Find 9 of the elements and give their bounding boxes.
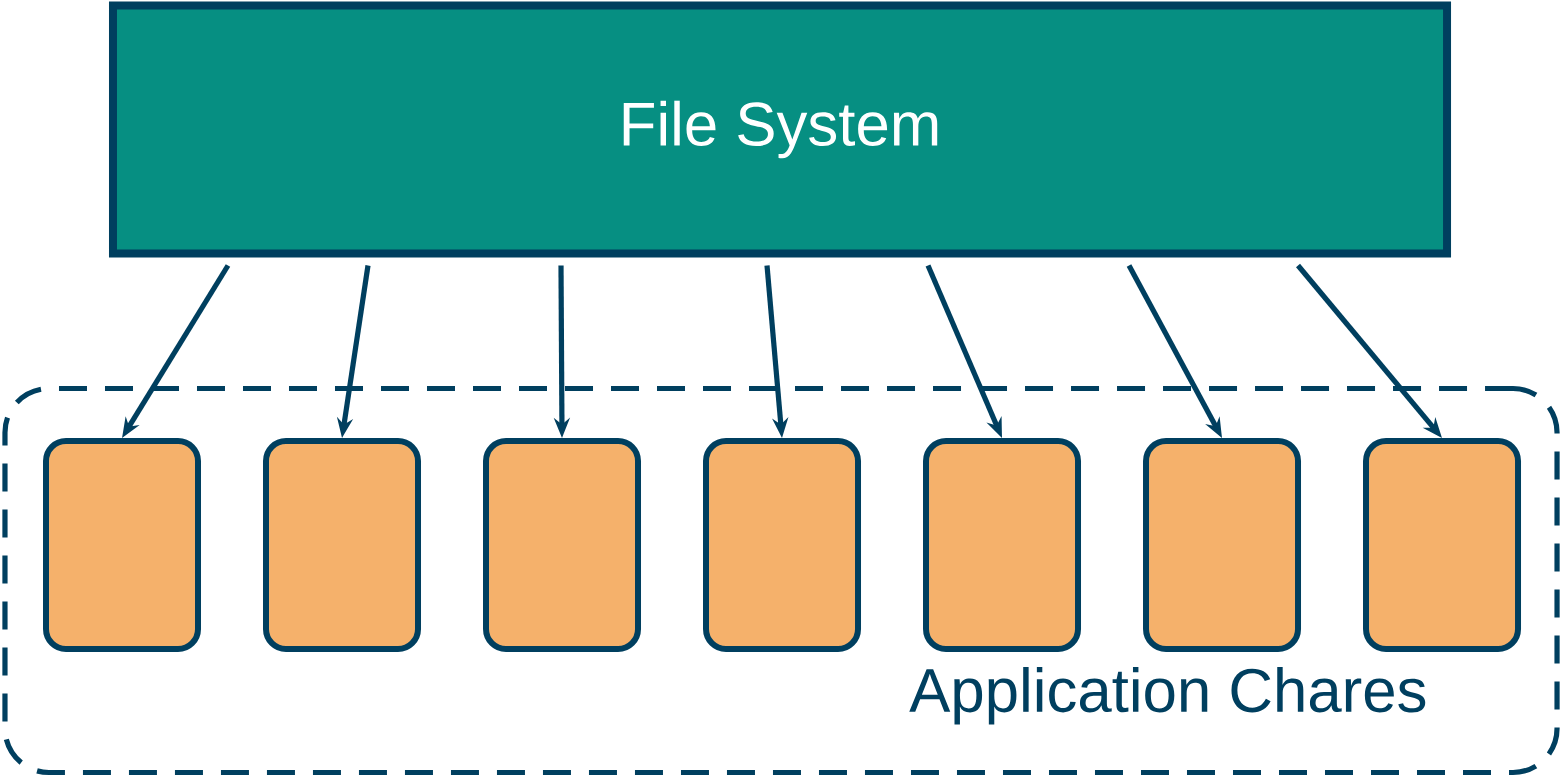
square-box bbox=[703, 438, 861, 652]
square-box bbox=[1363, 438, 1521, 652]
square-box bbox=[1143, 438, 1301, 652]
group-label: Application Chares bbox=[909, 667, 1426, 725]
square-box bbox=[483, 438, 641, 652]
square-box bbox=[923, 438, 1081, 652]
square-box bbox=[263, 438, 421, 652]
square-box bbox=[43, 438, 201, 652]
file-system-box: File System bbox=[109, 1, 1452, 258]
